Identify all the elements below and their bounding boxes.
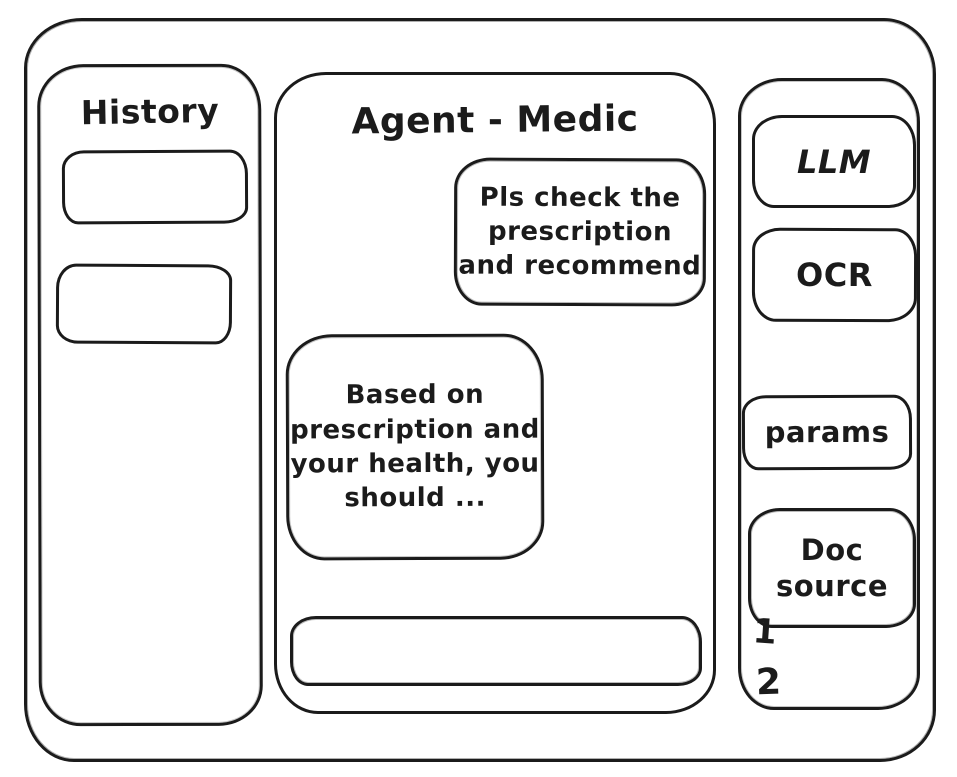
history-item[interactable]	[61, 149, 249, 225]
doc-source-button[interactable]: Doc source	[748, 508, 916, 628]
assistant-message-text: Based on prescription and your health, y…	[290, 380, 540, 514]
llm-button[interactable]: LLM	[752, 115, 916, 208]
ocr-button[interactable]: OCR	[751, 227, 918, 323]
params-button[interactable]: params	[741, 394, 913, 471]
history-title: History	[80, 90, 220, 133]
annotation-marker-1: 1	[751, 611, 779, 653]
ocr-button-label: OCR	[796, 255, 873, 295]
llm-button-label: LLM	[796, 142, 872, 181]
annotation-marker-2: 2	[755, 661, 782, 704]
doc-source-button-label: Doc source	[776, 532, 888, 603]
params-button-label: params	[764, 415, 890, 450]
history-item[interactable]	[55, 263, 233, 345]
chat-title: Agent - Medic	[351, 98, 639, 143]
message-input[interactable]	[290, 616, 702, 686]
user-message-bubble: Pls check the prescription and recommend	[453, 157, 707, 307]
user-message-text: Pls check the prescription and recommend	[458, 182, 702, 282]
assistant-message-bubble: Based on prescription and your health, y…	[285, 333, 545, 561]
